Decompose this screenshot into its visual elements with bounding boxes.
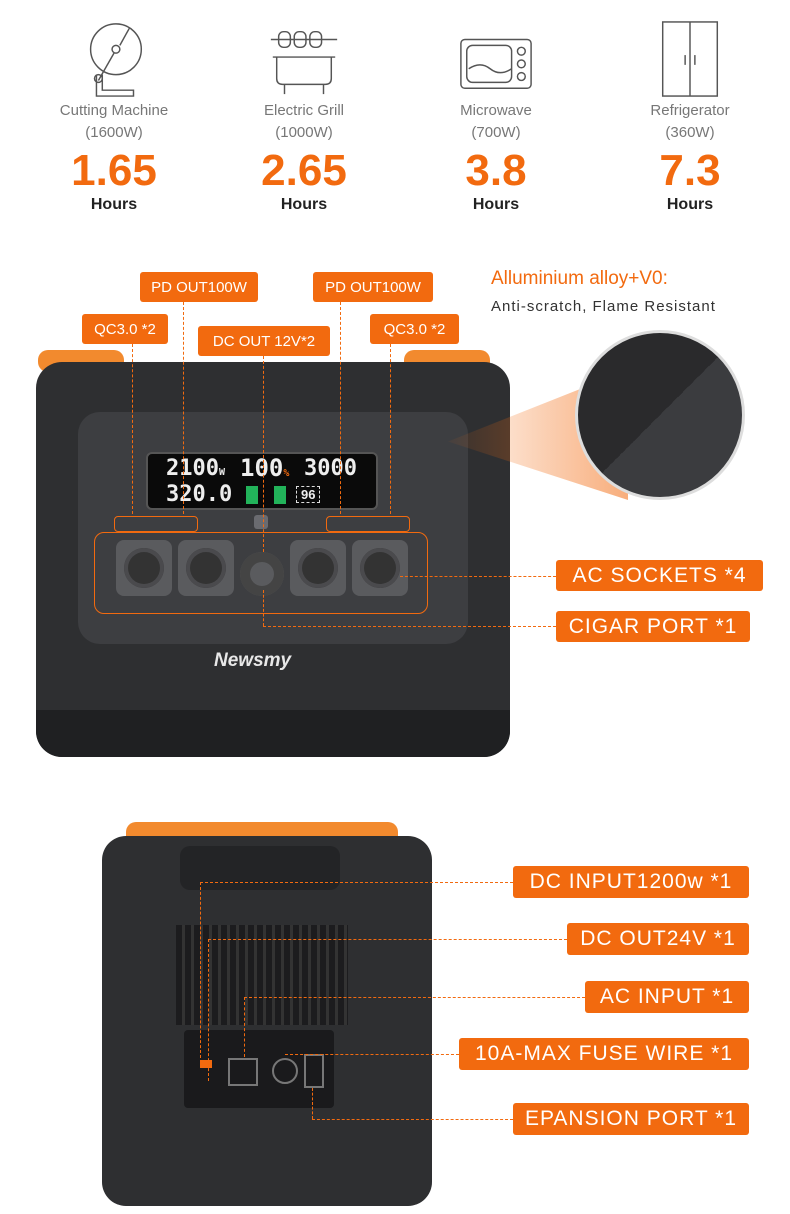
- ac-socket: [290, 540, 346, 596]
- dc-out-watts: 320.0: [166, 482, 233, 507]
- label-ac-input: AC INPUT *1: [585, 981, 749, 1013]
- runtime-unit: Hours: [666, 196, 714, 213]
- rear-port-panel: [184, 1030, 334, 1108]
- runtime-value: 2.65: [261, 146, 347, 195]
- label-pd-out-right: PD OUT100W: [313, 272, 433, 302]
- ac-socket: [116, 540, 172, 596]
- refrigerator-icon: [661, 21, 719, 97]
- appliance-name: Cutting Machine: [59, 102, 169, 119]
- runtime-unit: Hours: [472, 196, 520, 213]
- label-cigar-port: CIGAR PORT *1: [556, 611, 750, 642]
- appliance-name: Electric Grill: [263, 102, 344, 119]
- handle-grip: [180, 846, 340, 890]
- base: [36, 710, 510, 757]
- appliance-watts: (1600W): [85, 124, 143, 141]
- label-expansion-port: EPANSION PORT *1: [513, 1103, 749, 1135]
- appliance-watts: (1000W): [275, 124, 333, 141]
- ac-input-port: [228, 1058, 258, 1086]
- appliance-watts: (360W): [665, 124, 715, 141]
- label-pd-out-left: PD OUT100W: [140, 272, 258, 302]
- material-closeup: [575, 330, 745, 500]
- appliance-microwave: Microwave (700W) 3.8 Hours: [406, 20, 586, 214]
- temperature: 96: [296, 486, 321, 503]
- ac-socket: [178, 540, 234, 596]
- appliance-name: Refrigerator: [650, 102, 730, 119]
- label-qc-left: QC3.0 *2: [82, 314, 168, 344]
- fuse: [272, 1058, 298, 1084]
- runtime-unit: Hours: [280, 196, 328, 213]
- material-title: Alluminium alloy+V0:: [491, 268, 668, 289]
- cutting-machine-icon: [89, 23, 143, 97]
- appliance-watts: (700W): [471, 124, 521, 141]
- appliance-refrigerator: Refrigerator (360W) 7.3 Hours: [600, 20, 780, 214]
- material-subtitle: Anti-scratch, Flame Resistant: [491, 298, 716, 315]
- label-qc-right: QC3.0 *2: [370, 314, 459, 344]
- appliance-name: Microwave: [460, 102, 532, 119]
- input-watts: 2100: [166, 456, 219, 481]
- appliance-electric-grill: Electric Grill (1000W) 2.65 Hours: [214, 20, 394, 214]
- label-dc-input: DC INPUT1200w *1: [513, 866, 749, 898]
- usb-ports-right: [326, 516, 410, 532]
- cigar-port: [240, 552, 284, 596]
- usb-ports-left: [114, 516, 198, 532]
- microwave-icon: [460, 38, 532, 89]
- lcd-display: 2100W 320.0 100% 3000 96: [146, 452, 378, 510]
- label-dc-out: DC OUT 12V*2: [198, 326, 330, 356]
- front-panel: [78, 412, 468, 644]
- grill-icon: [270, 30, 338, 95]
- label-dc-out24: DC OUT24V *1: [567, 923, 749, 955]
- ac-out-watts: 3000: [304, 456, 357, 481]
- brand-logo: Newsmy: [214, 650, 292, 671]
- battery-percent: 100: [240, 454, 284, 482]
- runtime-value: 1.65: [71, 146, 157, 195]
- expansion-port: [304, 1054, 324, 1088]
- label-fuse: 10A-MAX FUSE WIRE *1: [459, 1038, 749, 1070]
- dc-input-port: [200, 1060, 212, 1068]
- battery-bars: [246, 486, 286, 504]
- runtime-unit: Hours: [90, 196, 138, 213]
- power-button[interactable]: [254, 515, 268, 529]
- ac-socket: [352, 540, 408, 596]
- runtime-value: 7.3: [659, 146, 721, 195]
- appliance-cutting-machine: Cutting Machine (1600W) 1.65 Hours: [24, 20, 204, 214]
- runtime-value: 3.8: [465, 146, 527, 195]
- ac-output-frame: [94, 532, 428, 614]
- fan-vent: [176, 925, 348, 1025]
- label-ac-sockets: AC SOCKETS *4: [556, 560, 763, 591]
